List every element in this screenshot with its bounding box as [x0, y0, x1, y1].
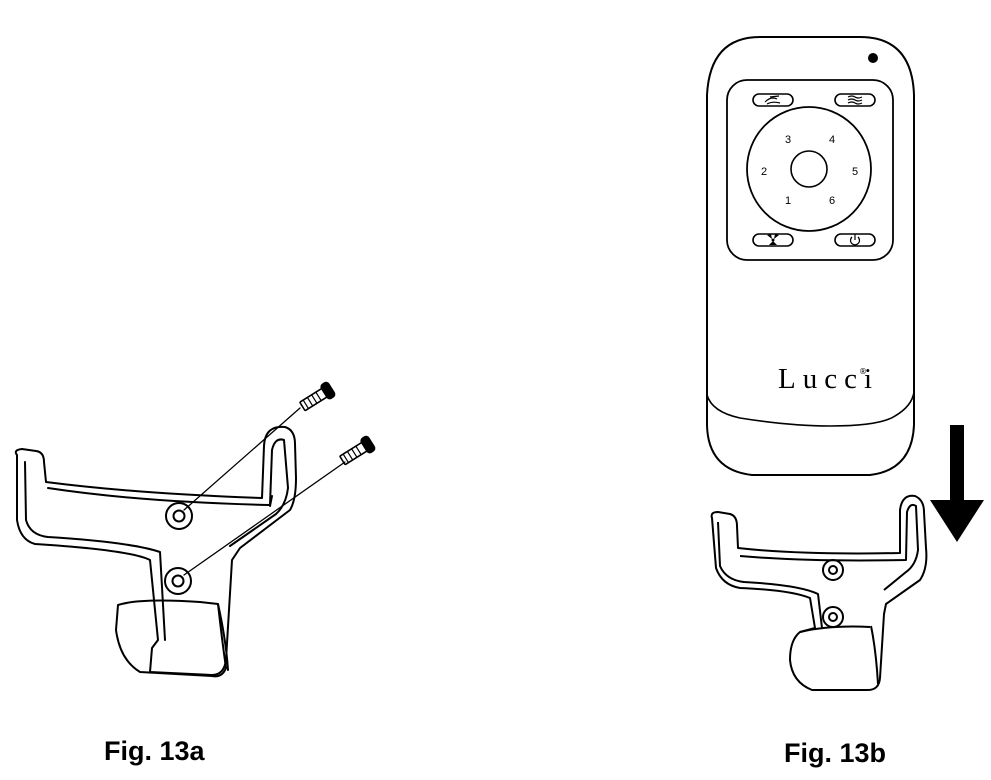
brand-logo: Lucci	[778, 363, 879, 395]
speed-dial-center[interactable]	[790, 150, 828, 188]
screw-guide-line-upper	[183, 407, 301, 511]
holder-outline	[14, 425, 297, 676]
holder-b-outline	[710, 494, 928, 691]
mount-hole-upper	[165, 502, 193, 530]
indicator-led	[868, 53, 878, 63]
holder-b-hole-upper	[822, 559, 844, 581]
key-6-label[interactable]: 6	[829, 195, 835, 207]
figure-caption-13a: Fig. 13a	[104, 736, 205, 766]
figure-caption-13b: Fig. 13b	[784, 738, 887, 768]
brand-registered-mark: ®	[859, 367, 867, 376]
holder-b-inner-rim	[717, 521, 823, 629]
holder-b-hole-upper-inner	[828, 565, 838, 575]
power-icon	[849, 234, 861, 246]
remote-body	[706, 36, 915, 476]
key-5-label[interactable]: 5	[852, 166, 858, 178]
remote-sleeve-line	[706, 391, 915, 427]
fan-icon	[767, 234, 779, 245]
arrow-down-icon	[930, 425, 984, 542]
mount-hole-lower-inner	[171, 574, 185, 588]
screw-lower	[339, 435, 376, 466]
key-3-label[interactable]: 3	[785, 134, 791, 146]
holder-hook	[115, 599, 227, 678]
holder-b-inner-back	[739, 503, 919, 591]
remote-and-holder: 3 4 2 5 1 6 Lucci ®	[706, 36, 984, 691]
holder-inner-rim	[24, 461, 166, 641]
holder-inner-back	[47, 438, 289, 547]
holder-flange-edge	[269, 495, 273, 507]
mount-hole-upper-inner	[172, 509, 186, 523]
keypad-panel	[726, 79, 894, 261]
wave-icon	[847, 95, 863, 105]
fan-button[interactable]	[752, 233, 794, 247]
light-icon	[764, 95, 781, 105]
screw-upper	[299, 381, 336, 412]
holder-receiving-remote	[710, 494, 928, 691]
screw-guide-line-lower	[183, 461, 346, 576]
key-1-label[interactable]: 1	[785, 195, 791, 207]
holder-b-hole-lower-inner	[828, 612, 838, 622]
holder-hook-fold	[217, 603, 229, 671]
holder-b-hole-lower	[822, 606, 844, 628]
remote-control	[706, 36, 915, 476]
holder-with-screws	[14, 381, 376, 678]
speed-dial-ring[interactable]	[746, 106, 872, 232]
wave-button[interactable]	[834, 93, 876, 107]
light-button[interactable]	[752, 93, 794, 107]
key-4-label[interactable]: 4	[829, 134, 835, 146]
holder-b-hook-fold	[870, 625, 879, 685]
mount-hole-lower	[164, 567, 192, 595]
key-2-label[interactable]: 2	[761, 166, 767, 178]
